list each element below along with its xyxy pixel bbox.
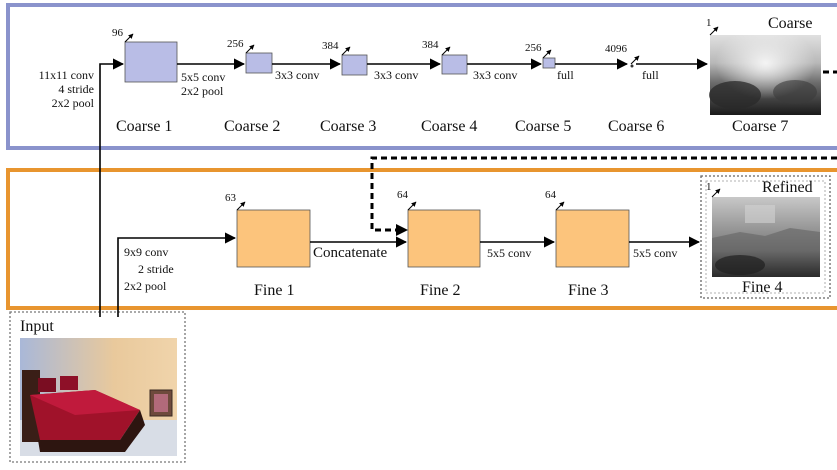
coarse-output-title: Coarse	[768, 15, 813, 32]
fine-op-3: 5x5 conv	[633, 246, 678, 260]
fine-op-2: 5x5 conv	[487, 246, 532, 260]
coarse-6-channels: 4096	[605, 43, 627, 55]
fine-2-channels: 64	[397, 189, 408, 201]
coarse-6-label: Coarse 6	[608, 118, 665, 135]
fine-2-label: Fine 2	[420, 282, 461, 299]
fine-1-channels: 63	[225, 192, 236, 204]
fine-4-channels: 1	[706, 181, 712, 193]
coarse-4-channels: 384	[422, 39, 439, 51]
fine-4-label: Fine 4	[742, 279, 783, 296]
coarse-to-fine-dashed-connector	[370, 70, 837, 232]
coarse-3-label: Coarse 3	[320, 118, 377, 135]
coarse-5-label: Coarse 5	[515, 118, 572, 135]
fine-input-op-1: 9x9 conv	[124, 245, 169, 259]
fine-2-block	[407, 209, 481, 268]
fine-3-block	[555, 209, 630, 268]
input-to-coarse-connector	[99, 58, 125, 317]
coarse-2-channels: 256	[227, 38, 244, 50]
fine-output-inner-frame	[705, 180, 826, 294]
fine-input-op-2: 2 stride	[138, 262, 174, 276]
dashed-arrowhead	[396, 224, 408, 236]
coarse-op-5: full	[557, 68, 574, 82]
coarse-input-op-1: 11x11 conv	[38, 68, 94, 82]
coarse-op-1: 5x5 conv 2x2 pool	[181, 70, 226, 98]
coarse-op-4: 3x3 conv	[473, 68, 518, 82]
fine-1-label: Fine 1	[254, 282, 295, 299]
fine-input-op-3: 2x2 pool	[124, 279, 167, 293]
coarse-3-channels: 384	[322, 40, 339, 52]
coarse-input-op-2: 4 stride	[58, 82, 94, 96]
coarse-7-label: Coarse 7	[732, 118, 789, 135]
input-title: Input	[20, 318, 54, 335]
input-photo	[20, 338, 177, 456]
coarse-1-label: Coarse 1	[116, 118, 173, 135]
coarse-input-op-3: 2x2 pool	[51, 96, 94, 110]
fine-output-frame	[700, 175, 831, 299]
coarse-output-image	[709, 35, 821, 115]
coarse-5-block	[542, 57, 556, 69]
input-frame	[9, 311, 186, 463]
coarse-4-label: Coarse 4	[421, 118, 478, 135]
coarse-7-channels: 1	[706, 17, 712, 29]
coarse-6-node	[630, 64, 634, 68]
coarse-op-3: 3x3 conv	[374, 68, 419, 82]
fine-panel	[6, 168, 837, 310]
fine-1-block	[236, 209, 311, 268]
coarse-panel	[6, 3, 837, 150]
coarse-op-2: 3x3 conv	[275, 68, 320, 82]
fine-3-label: Fine 3	[568, 282, 609, 299]
coarse-4-block	[441, 54, 468, 75]
input-to-fine-connector	[117, 232, 237, 317]
channel-arrows	[124, 26, 721, 211]
fine-output-title: Refined	[762, 179, 813, 196]
fine-3-channels: 64	[545, 189, 556, 201]
coarse-2-label: Coarse 2	[224, 118, 281, 135]
coarse-1-channels: 96	[112, 27, 123, 39]
coarse-2-block	[245, 52, 273, 74]
refined-output-image	[712, 197, 820, 277]
fine-op-concatenate: Concatenate	[313, 245, 388, 261]
coarse-op-6: full	[642, 68, 659, 82]
coarse-5-channels: 256	[525, 42, 542, 54]
coarse-1-block	[124, 41, 178, 83]
coarse-3-block	[341, 54, 368, 76]
